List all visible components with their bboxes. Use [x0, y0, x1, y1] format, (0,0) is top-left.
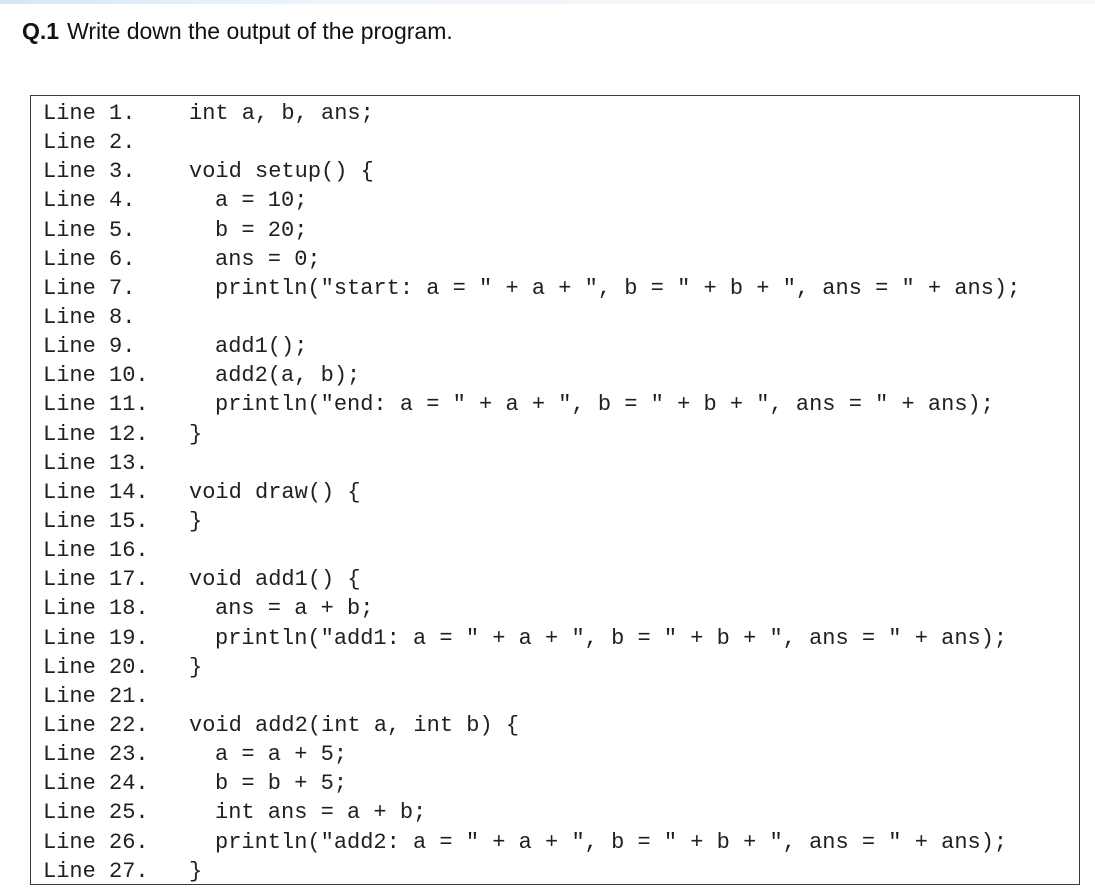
code-text: add1(); — [215, 334, 308, 360]
code-text: void setup() { — [189, 159, 374, 185]
code-text: println("add1: a = " + a + ", b = " + b … — [215, 625, 1008, 651]
code-line: Line 9. add1(); — [43, 332, 1020, 361]
code-text: add2(a, b); — [215, 363, 361, 389]
code-line: Line 1. int a, b, ans; — [43, 99, 1020, 128]
line-number-label: Line 2. — [43, 130, 136, 156]
line-number-label: Line 19. — [43, 625, 149, 651]
code-text: } — [189, 654, 203, 680]
line-number-label: Line 1. — [43, 101, 136, 126]
top-accent-strip — [0, 0, 1095, 4]
code-text: println("end: a = " + a + ", b = " + b +… — [215, 392, 994, 418]
code-line: Line 5. b = 20; — [43, 216, 1020, 245]
line-number-label: Line 26. — [43, 829, 149, 855]
code-line: Line 15.} — [43, 507, 1020, 536]
code-line: Line 17. void add1() { — [43, 565, 1020, 594]
line-number-label: Line 8. — [43, 304, 136, 330]
code-line: Line 25. int ans = a + b; — [43, 798, 1020, 827]
code-text: println("add2: a = " + a + ", b = " + b … — [215, 829, 1008, 855]
code-text: b = b + 5; — [215, 771, 348, 797]
code-text: void add1() { — [189, 567, 361, 593]
code-line: Line 2. — [43, 128, 1020, 157]
line-number-label: Line 3. — [43, 159, 136, 185]
line-number-label: Line 24. — [43, 771, 149, 797]
line-number-label: Line 16. — [43, 538, 149, 564]
code-line: Line 21. — [43, 682, 1020, 711]
code-line: Line 12.} — [43, 420, 1020, 449]
code-line: Line 19. println("add1: a = " + a + ", b … — [43, 624, 1020, 653]
code-line: Line 3. void setup() { — [43, 157, 1020, 186]
line-number-label: Line 10. — [43, 363, 149, 389]
line-number-label: Line 20. — [43, 654, 149, 680]
code-line: Line 26. println("add2: a = " + a + ", b … — [43, 828, 1020, 857]
line-number-label: Line 11. — [43, 392, 149, 418]
line-number-label: Line 13. — [43, 450, 149, 476]
code-listing: Line 1. int a, b, ans; Line 2. Line 3. void … — [43, 99, 1020, 886]
line-number-label: Line 18. — [43, 596, 149, 622]
code-text: int ans = a + b; — [215, 800, 427, 826]
code-text: } — [189, 508, 203, 534]
line-number-label: Line 12. — [43, 421, 149, 447]
code-text: void add2(int a, int b) { — [189, 712, 520, 738]
code-listing-box: Line 1. int a, b, ans; Line 2. Line 3. void … — [30, 95, 1080, 885]
line-number-label: Line 5. — [43, 217, 136, 243]
code-text: int a, b, ans; — [189, 101, 374, 126]
code-line: Line 23. a = a + 5; — [43, 740, 1020, 769]
code-line: Line 13. — [43, 449, 1020, 478]
code-line: Line 8. — [43, 303, 1020, 332]
question-number: Q.1 — [22, 18, 60, 44]
code-text: ans = a + b; — [215, 596, 374, 622]
code-line: Line 6. ans = 0; — [43, 245, 1020, 274]
code-line: Line 11. println("end: a = " + a + ", b =… — [43, 390, 1020, 419]
code-line: Line 24. b = b + 5; — [43, 769, 1020, 798]
line-number-label: Line 14. — [43, 479, 149, 505]
code-line: Line 20.} — [43, 653, 1020, 682]
line-number-label: Line 17. — [43, 567, 149, 593]
code-line: Line 7. println("start: a = " + a + ", b … — [43, 274, 1020, 303]
code-line: Line 27.} — [43, 857, 1020, 886]
question-heading: Q.1 Write down the output of the program. — [22, 18, 453, 45]
line-number-label: Line 4. — [43, 188, 136, 214]
code-line: Line 4. a = 10; — [43, 186, 1020, 215]
code-text: println("start: a = " + a + ", b = " + b… — [215, 275, 1021, 301]
code-line: Line 18. ans = a + b; — [43, 594, 1020, 623]
question-text: Write down the output of the program. — [67, 18, 453, 44]
line-number-label: Line 7. — [43, 275, 136, 301]
line-number-label: Line 22. — [43, 712, 149, 738]
code-line: Line 14. void draw() { — [43, 478, 1020, 507]
line-number-label: Line 15. — [43, 508, 149, 534]
line-number-label: Line 27. — [43, 858, 149, 884]
line-number-label: Line 23. — [43, 742, 149, 768]
code-text: b = 20; — [215, 217, 308, 243]
code-line: Line 22. void add2(int a, int b) { — [43, 711, 1020, 740]
line-number-label: Line 25. — [43, 800, 149, 826]
code-text: } — [189, 858, 203, 884]
code-line: Line 16. — [43, 536, 1020, 565]
code-text: void draw() { — [189, 479, 361, 505]
line-number-label: Line 9. — [43, 334, 136, 360]
line-number-label: Line 21. — [43, 683, 149, 709]
code-text: } — [189, 421, 203, 447]
code-line: Line 10. add2(a, b); — [43, 361, 1020, 390]
line-number-label: Line 6. — [43, 246, 136, 272]
code-text: a = 10; — [215, 188, 308, 214]
code-text: ans = 0; — [215, 246, 321, 272]
code-text: a = a + 5; — [215, 742, 348, 768]
